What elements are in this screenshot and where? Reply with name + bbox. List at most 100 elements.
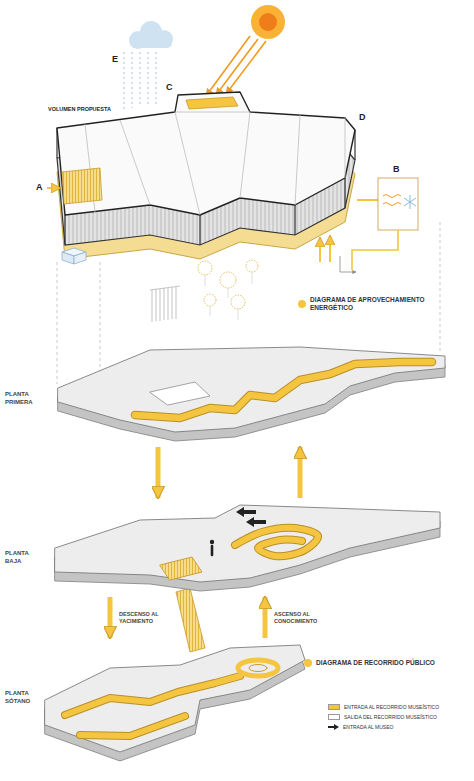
fence-post xyxy=(164,288,165,320)
fence-post xyxy=(156,289,157,321)
wall-edge xyxy=(344,178,345,208)
roof-facet xyxy=(295,115,300,205)
entrance-arrow xyxy=(246,517,266,527)
floor-drawing xyxy=(5,640,310,765)
stair xyxy=(160,557,202,580)
legend-swatch xyxy=(328,714,340,720)
legend-text: ENTRADA AL MUSEO xyxy=(343,724,468,730)
wall-edge xyxy=(294,205,295,235)
tree-trunk xyxy=(228,288,229,298)
solar-panel xyxy=(186,97,238,109)
person-body xyxy=(211,546,214,555)
route-outline xyxy=(235,528,318,556)
floor-plate: PLANTA PRIMERA xyxy=(5,345,450,445)
public-route xyxy=(135,362,432,418)
circulation-arrow xyxy=(263,597,268,638)
route-label: ASCENSO AL CONOCIMIENTO xyxy=(273,610,331,625)
legend-dot xyxy=(304,659,312,667)
floor-drawing-group xyxy=(55,505,440,591)
tree-trunk xyxy=(205,275,206,286)
fence-post xyxy=(160,289,161,321)
callout-letter: E xyxy=(112,54,118,65)
floor-label: PLANTA PRIMERA xyxy=(5,391,45,406)
floor-drawing-group xyxy=(58,347,445,441)
descent-ramp xyxy=(176,588,205,652)
climate-unit xyxy=(378,178,418,230)
sun-core xyxy=(259,13,277,31)
entrance-arrow xyxy=(236,507,256,517)
tree xyxy=(204,294,216,306)
public-route xyxy=(65,676,240,715)
tree-trunk xyxy=(238,309,239,320)
wall-edge xyxy=(199,215,200,245)
sun-ray xyxy=(206,36,250,96)
heat-wave xyxy=(383,195,401,198)
legend-text: ENTRADA AL RECORRIDO MUSEÍSTICO xyxy=(344,704,469,710)
rain-line xyxy=(148,52,149,106)
rain xyxy=(124,52,156,110)
tree xyxy=(246,260,258,272)
route-loop xyxy=(249,665,267,672)
air-arrow xyxy=(329,236,331,262)
fence-post xyxy=(152,290,153,322)
sun xyxy=(251,5,285,39)
cloud-part xyxy=(130,38,172,48)
route-outline xyxy=(80,716,185,736)
roof-facet xyxy=(240,112,250,198)
tree xyxy=(220,272,236,288)
route-loop xyxy=(238,660,278,676)
floor-plate: PLANTA SÓTANO xyxy=(5,640,310,765)
tree xyxy=(198,261,212,275)
public-route xyxy=(235,528,318,556)
slab-top xyxy=(45,645,305,752)
trees xyxy=(198,260,258,309)
air-arrow xyxy=(319,238,321,262)
tree-trunks xyxy=(205,272,252,320)
slab-top xyxy=(58,347,445,432)
circulation-arrow xyxy=(156,447,161,498)
rain-line xyxy=(140,52,141,107)
cloud xyxy=(129,21,173,49)
rain-line xyxy=(156,52,157,105)
slab-top xyxy=(55,505,440,582)
floor-plate: PLANTA BAJA xyxy=(5,500,450,595)
roof-facets xyxy=(85,112,345,215)
callout-letter: D xyxy=(359,112,366,123)
roof-facet xyxy=(345,118,346,178)
floor-label: PLANTA SÓTANO xyxy=(5,690,41,705)
fence-post xyxy=(172,287,173,319)
route-outline xyxy=(65,676,240,715)
snowflake xyxy=(404,195,416,209)
facade-screen xyxy=(62,168,102,204)
sun-ray xyxy=(226,41,266,94)
legend-text: DIAGRAMA DE RECORRIDO PÚBLICO xyxy=(316,659,436,667)
rain-line xyxy=(132,52,133,108)
arrow-sample xyxy=(328,724,339,730)
sun-ray xyxy=(216,39,258,95)
projection-line xyxy=(57,262,58,384)
wall-edge xyxy=(64,215,65,245)
energy-line xyxy=(357,199,378,201)
route-outline xyxy=(135,362,432,418)
floor-drawing-group xyxy=(45,645,305,761)
snowflake-arm xyxy=(404,198,416,206)
tree-trunk xyxy=(252,272,253,284)
fence xyxy=(150,286,180,322)
legend-dot xyxy=(298,300,306,308)
snowflake-arm xyxy=(404,198,416,206)
callout-letter: A xyxy=(36,182,43,193)
fence-post xyxy=(176,287,177,319)
air-arrow xyxy=(47,187,60,189)
tank-side xyxy=(74,252,86,264)
fence-rail xyxy=(150,286,180,290)
floor-label: PLANTA BAJA xyxy=(5,550,45,565)
tree xyxy=(231,295,245,309)
projection-line xyxy=(100,262,101,372)
rain-line xyxy=(124,52,125,110)
roof-facet xyxy=(120,120,150,205)
heat-wave xyxy=(383,203,401,206)
floor-void xyxy=(150,382,210,405)
floor-drawing xyxy=(5,345,450,445)
legend-text: DIAGRAMA DE APROVECHAMIENTO ENERGÉTICO xyxy=(310,296,440,312)
sun-rays xyxy=(206,36,266,96)
